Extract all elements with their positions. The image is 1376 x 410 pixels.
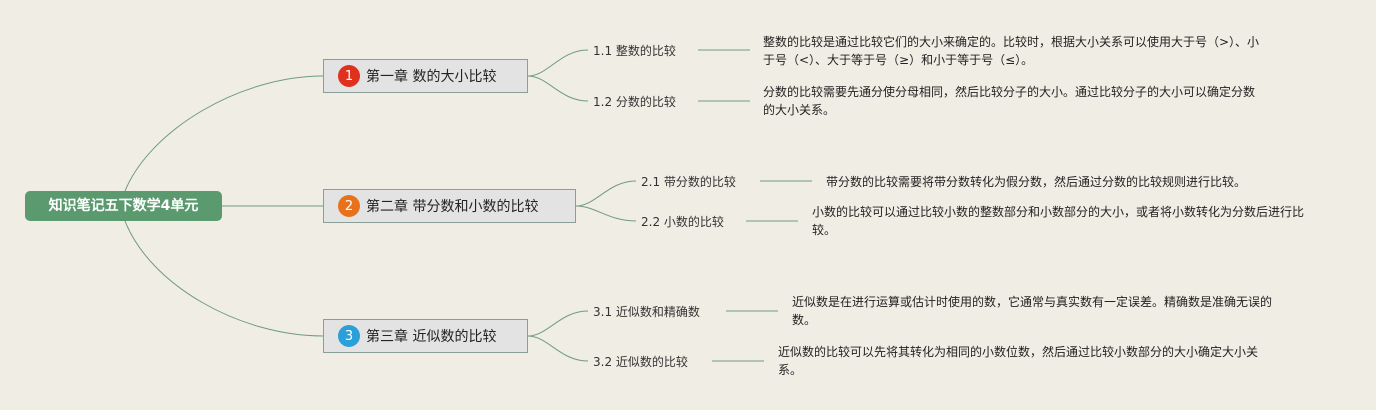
- desc-1-2: 分数的比较需要先通分使分母相同，然后比较分子的大小。通过比较分子的大小可以确定分…: [763, 85, 1256, 117]
- link-ch2-sub1: [575, 180, 637, 207]
- link-ch1-sub1: [527, 49, 589, 77]
- chapter-2-title: 第二章 带分数和小数的比较: [366, 199, 539, 215]
- desc-1-1: 整数的比较是通过比较它们的大小来确定的。比较时，根据大小关系可以使用大于号（>）…: [763, 35, 1260, 67]
- subtopic-2-2[interactable]: 2.2 小数的比较: [641, 215, 724, 229]
- link-ch3-sub1: [527, 310, 589, 337]
- link-ch3-sub2: [527, 335, 589, 362]
- desc-2-2: 小数的比较可以通过比较小数的整数部分和小数部分的大小，或者将小数转化为分数后进行…: [812, 205, 1305, 237]
- root-node[interactable]: 知识笔记五下数学4单元: [25, 191, 222, 221]
- number-3-badge-icon: 3: [338, 325, 360, 347]
- subtopic-1-2[interactable]: 1.2 分数的比较: [593, 95, 676, 109]
- subtopic-3-1[interactable]: 3.1 近似数和精确数: [593, 305, 700, 319]
- subtopic-3-2[interactable]: 3.2 近似数的比较: [593, 355, 688, 369]
- desc-3-1: 近似数是在进行运算或估计时使用的数，它通常与真实数有一定误差。精确数是准确无误的…: [792, 295, 1273, 327]
- number-1-badge-icon: 1: [338, 65, 360, 87]
- subtopic-1-1[interactable]: 1.1 整数的比较: [593, 44, 676, 58]
- desc-3-2: 近似数的比较可以先将其转化为相同的小数位数，然后通过比较小数部分的大小确定大小关…: [778, 345, 1259, 377]
- chapter-3-node[interactable]: 3 第三章 近似数的比较: [323, 319, 528, 353]
- link-ch2-sub2: [575, 205, 637, 222]
- chapter-3-title: 第三章 近似数的比较: [366, 329, 497, 345]
- subtopic-2-1[interactable]: 2.1 带分数的比较: [641, 175, 736, 189]
- chapter-1-node[interactable]: 1 第一章 数的大小比较: [323, 59, 528, 93]
- link-ch1-sub2: [527, 75, 589, 102]
- chapter-2-node[interactable]: 2 第二章 带分数和小数的比较: [323, 189, 576, 223]
- link-root-ch3: [124, 220, 324, 337]
- desc-2-1: 带分数的比较需要将带分数转化为假分数，然后通过分数的比较规则进行比较。: [826, 175, 1247, 189]
- number-2-badge-icon: 2: [338, 195, 360, 217]
- link-root-ch1: [124, 75, 324, 192]
- chapter-1-title: 第一章 数的大小比较: [366, 69, 497, 85]
